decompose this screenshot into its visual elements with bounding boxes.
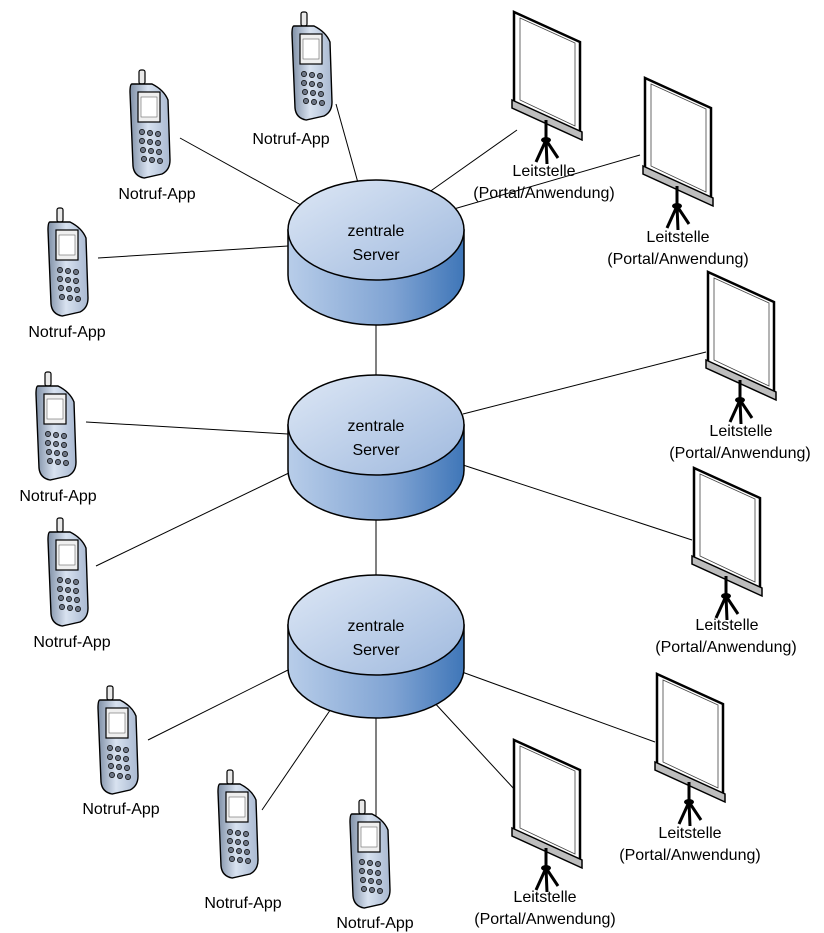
- control-center-1-title: Leitstelle: [512, 163, 575, 180]
- link-s1-phone-top: [335, 103, 361, 191]
- control-center-4-title: Leitstelle: [695, 617, 758, 634]
- link-s1-phone-left: [97, 245, 289, 259]
- server-3: zentrale Server: [287, 574, 465, 719]
- control-center-5: Leitstelle (Portal/Anwendung): [619, 672, 761, 864]
- projection-screen-icon: [510, 10, 584, 166]
- projection-screen-icon: [690, 466, 764, 622]
- mobile-phone-icon: [129, 69, 171, 179]
- control-center-5-title: Leitstelle: [658, 825, 721, 842]
- server-2-label-line2: Server: [352, 442, 400, 459]
- phone-label-5: Notruf-App: [33, 634, 110, 651]
- server-2-top: [287, 374, 465, 476]
- link-s1-screen-1: [424, 129, 518, 196]
- server-1: zentrale Server: [287, 179, 465, 326]
- control-center-3: Leitstelle (Portal/Anwendung): [669, 270, 811, 462]
- control-center-1-subtitle: (Portal/Anwendung): [473, 185, 614, 202]
- server-1-label-line1: zentrale: [348, 223, 405, 240]
- server-3-top: [287, 574, 465, 676]
- control-center-2: Leitstelle (Portal/Anwendung): [607, 76, 749, 268]
- phone-label-1: Notruf-App: [252, 131, 329, 148]
- server-2: zentrale Server: [287, 374, 465, 521]
- link-s2-phone-b: [95, 469, 296, 567]
- control-center-6-subtitle: (Portal/Anwendung): [474, 911, 615, 928]
- link-s2-screen-4: [462, 464, 693, 541]
- link-s3-phone-d: [261, 702, 336, 811]
- phone-node-7: Notruf-App: [204, 769, 282, 912]
- link-s3-screen-5: [431, 699, 516, 791]
- phone-node-5: Notruf-App: [33, 517, 111, 651]
- connections: [85, 103, 707, 820]
- phone-label-2: Notruf-App: [118, 186, 195, 203]
- server-1-label-line2: Server: [352, 247, 400, 264]
- phone-node-3: Notruf-App: [28, 207, 106, 341]
- mobile-phone-icon: [47, 207, 89, 317]
- link-s2-phone-a: [85, 421, 289, 435]
- mobile-phone-icon: [291, 11, 333, 121]
- control-center-4: Leitstelle (Portal/Anwendung): [655, 466, 797, 656]
- phone-label-8: Notruf-App: [336, 915, 413, 932]
- phone-label-7: Notruf-App: [204, 895, 281, 912]
- control-center-1: Leitstelle (Portal/Anwendung): [473, 10, 615, 202]
- phone-label-4: Notruf-App: [19, 488, 96, 505]
- control-center-3-subtitle: (Portal/Anwendung): [669, 445, 810, 462]
- phone-node-8: Notruf-App: [336, 799, 414, 932]
- link-s2-screen-3: [462, 351, 707, 415]
- control-center-3-title: Leitstelle: [709, 423, 772, 440]
- mobile-phone-icon: [47, 517, 89, 627]
- projection-screen-icon: [704, 270, 778, 426]
- control-center-6-title: Leitstelle: [513, 889, 576, 906]
- control-center-5-subtitle: (Portal/Anwendung): [619, 847, 760, 864]
- server-3-label-line2: Server: [352, 642, 400, 659]
- mobile-phone-icon: [217, 769, 259, 879]
- link-s3-screen-6: [461, 671, 656, 743]
- projection-screen-icon: [641, 76, 715, 232]
- phone-label-6: Notruf-App: [82, 801, 159, 818]
- phone-node-4: Notruf-App: [19, 371, 97, 505]
- server-3-label-line1: zentrale: [348, 618, 405, 635]
- link-s3-phone-c: [147, 667, 293, 741]
- phone-node-2: Notruf-App: [118, 69, 196, 203]
- phone-node-1: Notruf-App: [252, 11, 333, 148]
- server-2-label-line1: zentrale: [348, 418, 405, 435]
- control-center-2-title: Leitstelle: [646, 229, 709, 246]
- link-s1-screen-2: [439, 154, 641, 214]
- mobile-phone-icon: [97, 685, 139, 795]
- phone-label-3: Notruf-App: [28, 324, 105, 341]
- link-s1-phone-upperleft: [179, 137, 311, 211]
- mobile-phone-icon: [35, 371, 77, 481]
- control-center-2-subtitle: (Portal/Anwendung): [607, 251, 748, 268]
- projection-screen-icon: [653, 672, 727, 828]
- projection-screen-icon: [510, 738, 584, 894]
- server-1-top: [287, 179, 465, 281]
- mobile-phone-icon: [349, 799, 391, 909]
- control-center-6: Leitstelle (Portal/Anwendung): [474, 738, 616, 928]
- control-center-4-subtitle: (Portal/Anwendung): [655, 639, 796, 656]
- phone-node-6: Notruf-App: [82, 685, 160, 818]
